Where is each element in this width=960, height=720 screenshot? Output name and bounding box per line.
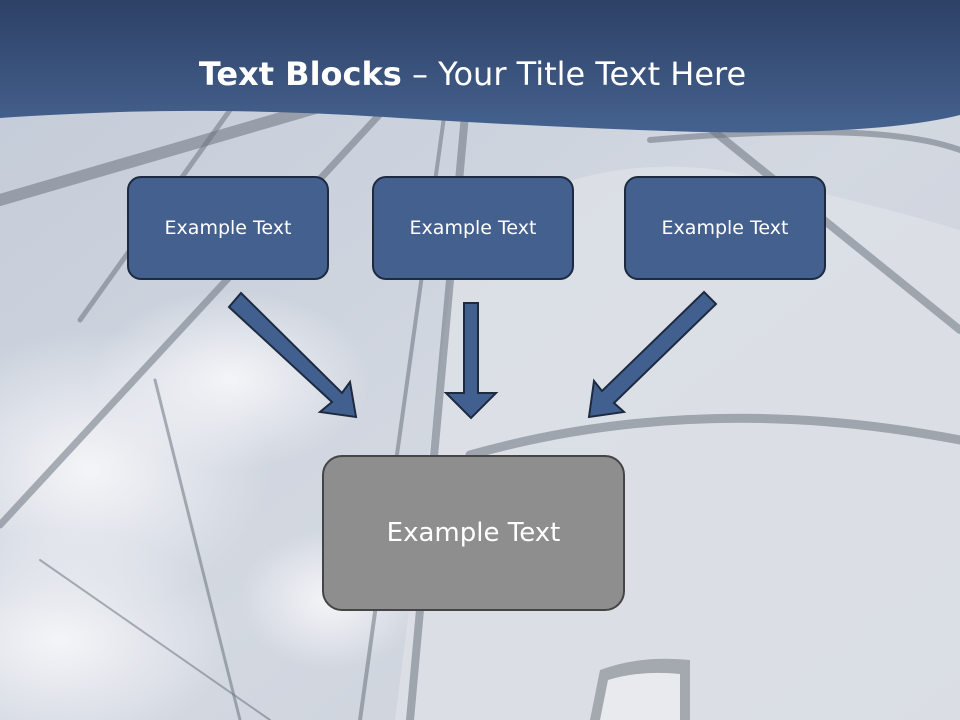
slide-title: Text Blocks – Your Title Text Here [0, 52, 945, 96]
input-box-1: Example Text [127, 176, 329, 280]
title-rest: Your Title Text Here [438, 55, 747, 93]
result-box: Example Text [322, 455, 625, 611]
input-box-2-label: Example Text [409, 217, 537, 239]
input-box-3-label: Example Text [661, 217, 789, 239]
title-bold-part: Text Blocks [198, 55, 402, 93]
input-box-3: Example Text [624, 176, 826, 280]
header-band [0, 0, 960, 133]
result-box-label: Example Text [386, 518, 561, 548]
input-box-1-label: Example Text [164, 217, 292, 239]
title-dash: – [401, 55, 439, 93]
input-box-2: Example Text [372, 176, 574, 280]
